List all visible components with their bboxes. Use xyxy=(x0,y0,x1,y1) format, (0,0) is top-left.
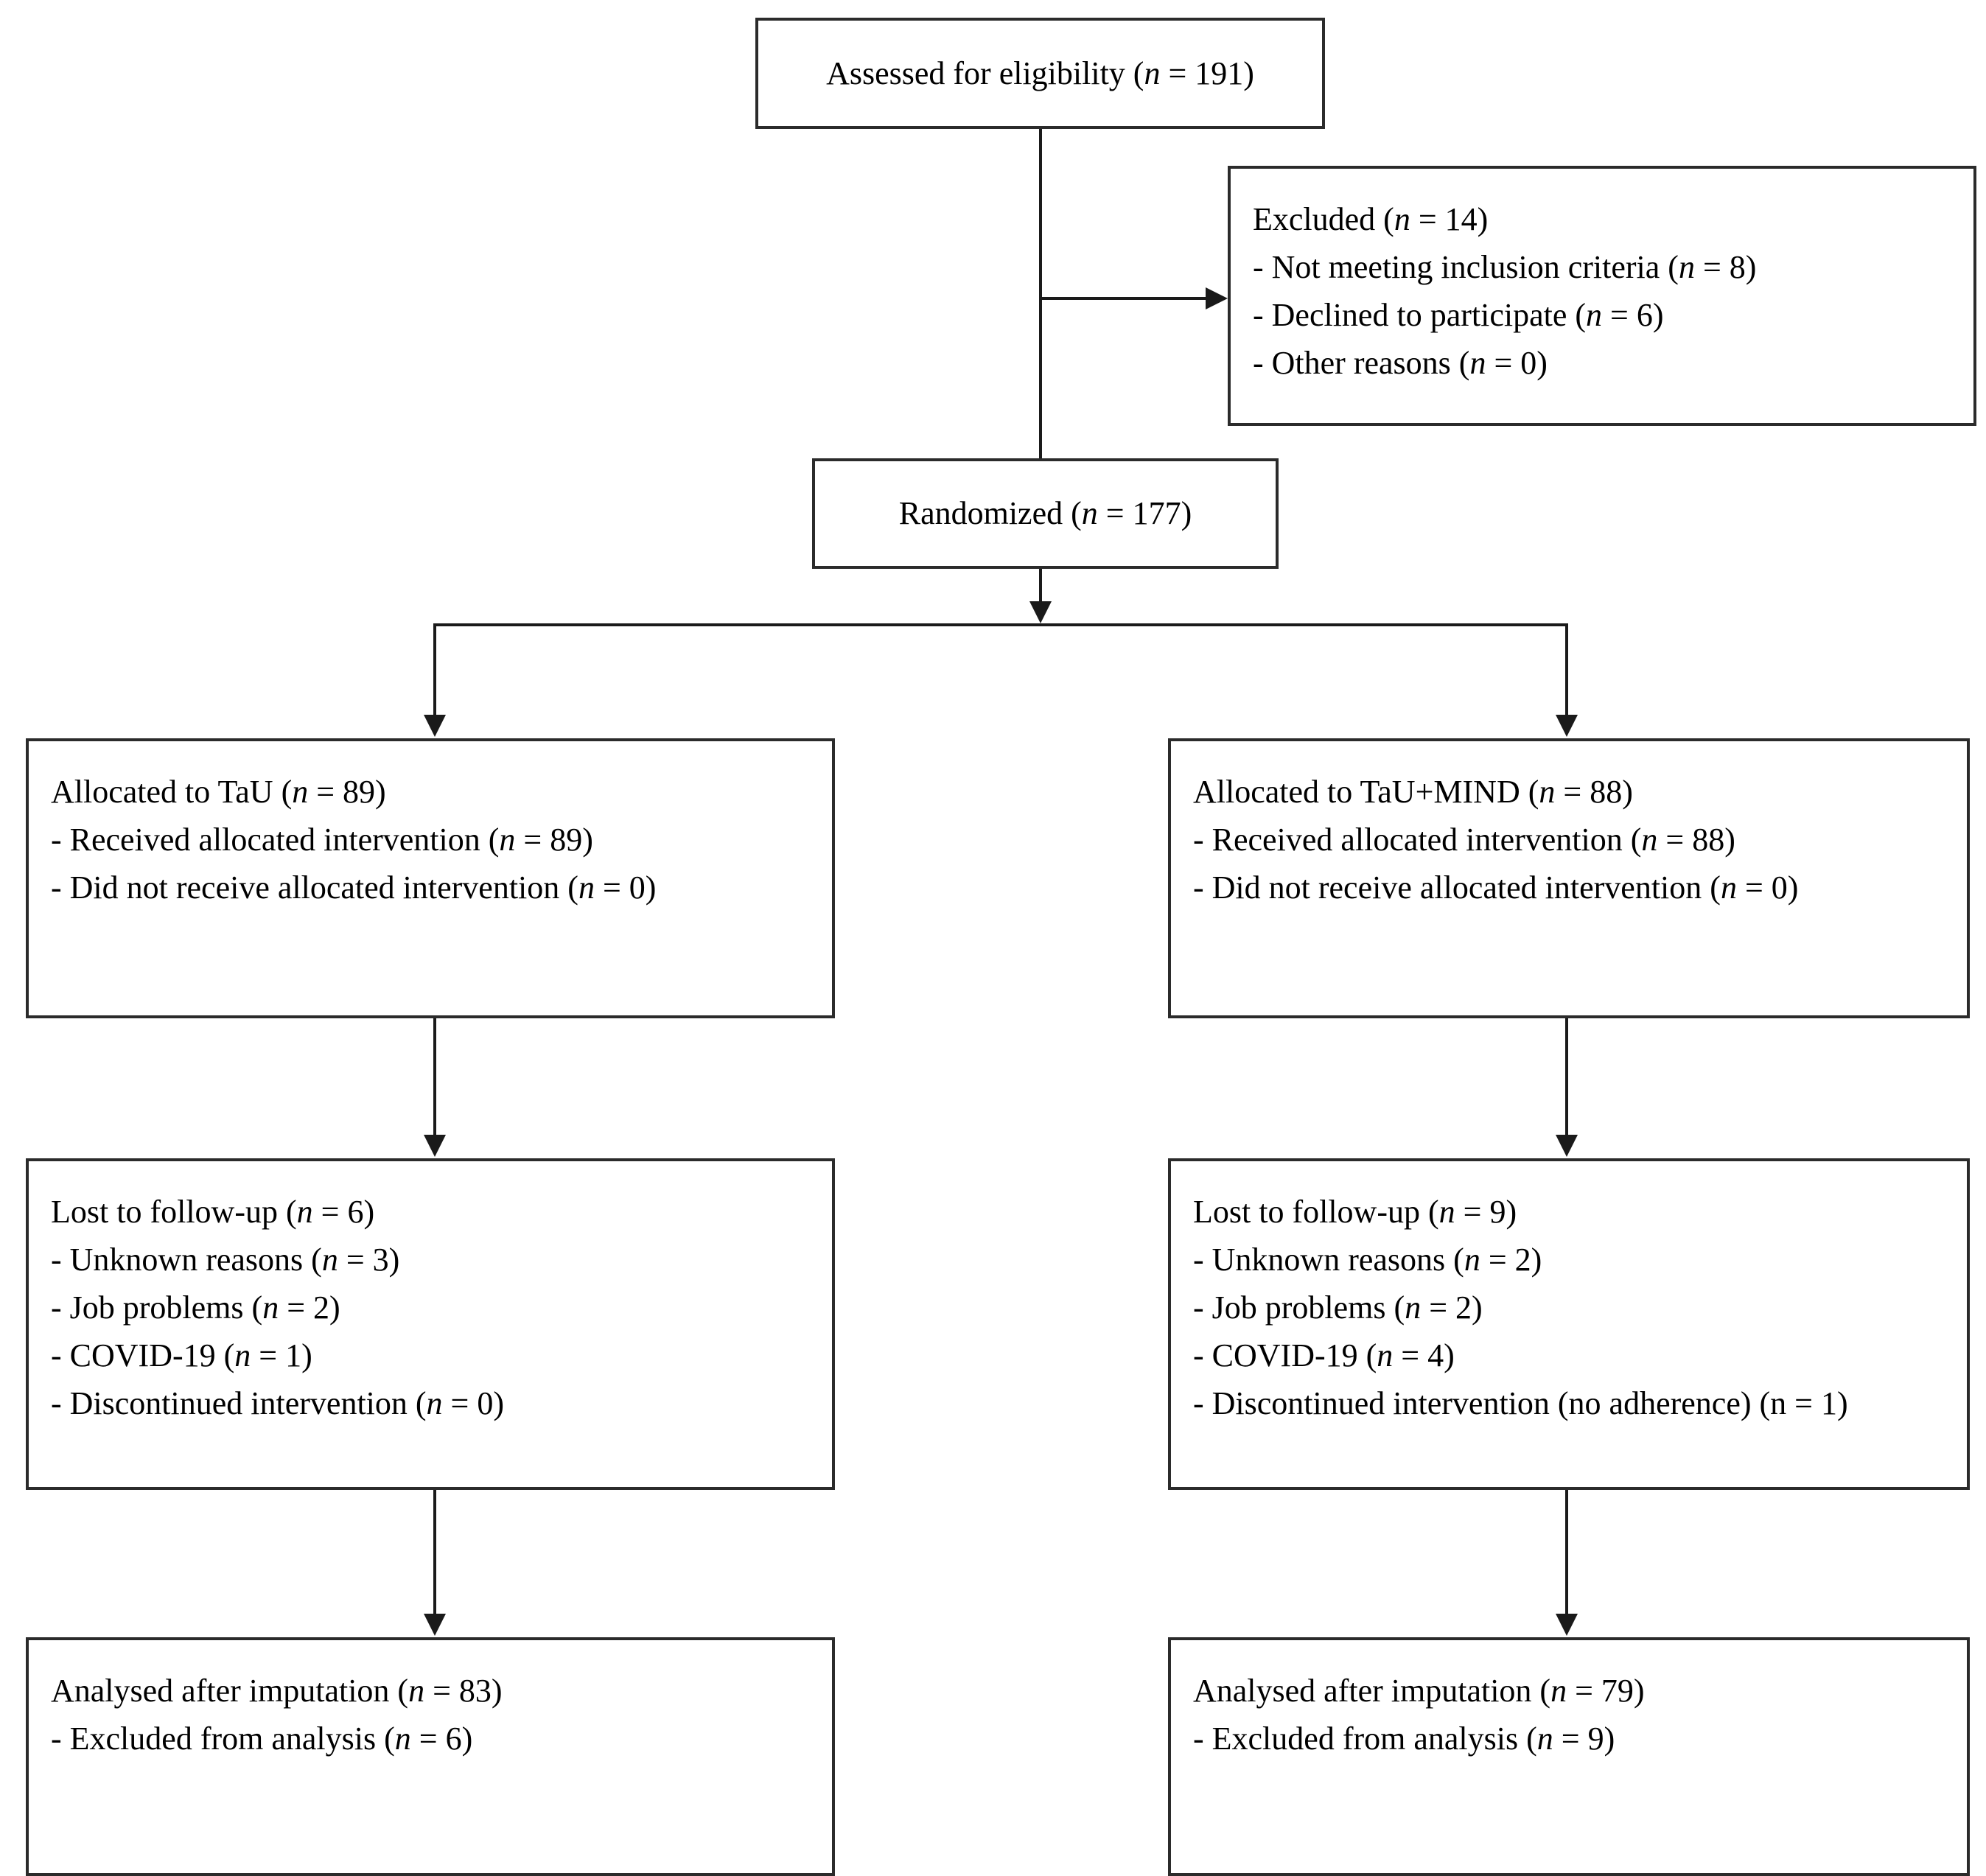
allocated-tau-mind-line-3: - Did not receive allocated intervention… xyxy=(1193,869,1799,906)
randomized-line-1: Randomized (n = 177) xyxy=(898,495,1192,532)
connector-split-bar xyxy=(433,623,1568,626)
italic-n-variable: n xyxy=(1550,1673,1567,1709)
italic-n-variable: n xyxy=(1469,345,1486,382)
italic-n-variable: n xyxy=(1394,201,1410,237)
allocated-tau-line-1: Allocated to TaU (n = 89) xyxy=(51,774,386,810)
italic-n-variable: n xyxy=(1586,297,1603,334)
allocated-tau-line-3: - Did not receive allocated intervention… xyxy=(51,869,657,906)
connector-split-right-drop xyxy=(1565,623,1568,716)
arrowhead-analysed-left xyxy=(424,1614,446,1636)
italic-n-variable: n xyxy=(1405,1289,1422,1326)
allocated-tau-line-2: - Received allocated intervention (n = 8… xyxy=(51,822,593,858)
connector-followup-to-analysed-left xyxy=(433,1490,436,1614)
arrowhead-to-allocated-tau xyxy=(424,715,446,737)
allocated-tau-mind-line-1: Allocated to TaU+MIND (n = 88) xyxy=(1193,774,1633,810)
connector-assessed-to-excluded xyxy=(1041,297,1207,300)
analysed-tau-line-2: - Excluded from analysis (n = 6) xyxy=(51,1721,473,1757)
italic-n-variable: n xyxy=(1144,55,1161,91)
connector-randomized-stem xyxy=(1039,569,1042,601)
connector-followup-to-analysed-right xyxy=(1565,1490,1568,1614)
italic-n-variable: n xyxy=(394,1721,411,1757)
italic-n-variable: n xyxy=(1539,774,1556,810)
excluded-line-1: Excluded (n = 14) xyxy=(1253,201,1489,237)
followup-tau-line-2: - Unknown reasons (n = 3) xyxy=(51,1242,400,1278)
arrowhead-analysed-right xyxy=(1556,1614,1578,1636)
followup-tau-line-1: Lost to follow-up (n = 6) xyxy=(51,1194,375,1230)
connector-allocated-to-followup-right xyxy=(1565,1018,1568,1135)
italic-n-variable: n xyxy=(426,1385,443,1422)
italic-n-variable: n xyxy=(296,1194,313,1230)
node-allocated-tau: Allocated to TaU (n = 89) - Received all… xyxy=(26,738,835,1018)
followup-tau-mind-line-4: - COVID-19 (n = 4) xyxy=(1193,1337,1455,1374)
followup-tau-mind-line-1: Lost to follow-up (n = 9) xyxy=(1193,1194,1517,1230)
arrowhead-randomized-split xyxy=(1029,601,1052,623)
analysed-tau-line-1: Analysed after imputation (n = 83) xyxy=(51,1673,503,1709)
node-randomized: Randomized (n = 177) xyxy=(812,458,1279,569)
italic-n-variable: n xyxy=(499,822,516,858)
node-analysed-tau-mind: Analysed after imputation (n = 79) - Exc… xyxy=(1168,1637,1970,1876)
assessed-line-1: Assessed for eligibility (n = 191) xyxy=(826,55,1254,91)
followup-tau-line-4: - COVID-19 (n = 1) xyxy=(51,1337,312,1374)
excluded-line-4: - Other reasons (n = 0) xyxy=(1253,345,1548,382)
italic-n-variable: n xyxy=(262,1289,279,1326)
italic-n-variable: n xyxy=(292,774,309,810)
followup-tau-line-5: - Discontinued intervention (n = 0) xyxy=(51,1385,505,1422)
italic-n-variable: n xyxy=(578,869,595,906)
analysed-tau-mind-line-2: - Excluded from analysis (n = 9) xyxy=(1193,1721,1615,1757)
italic-n-variable: n xyxy=(1720,869,1737,906)
arrowhead-to-allocated-tau-mind xyxy=(1556,715,1578,737)
arrowhead-followup-right xyxy=(1556,1135,1578,1157)
connector-assessed-to-randomized xyxy=(1039,129,1042,461)
connector-allocated-to-followup-left xyxy=(433,1018,436,1135)
node-allocated-tau-mind: Allocated to TaU+MIND (n = 88) - Receive… xyxy=(1168,738,1970,1018)
node-lost-to-follow-up-tau: Lost to follow-up (n = 6) - Unknown reas… xyxy=(26,1158,835,1490)
node-excluded: Excluded (n = 14) - Not meeting inclusio… xyxy=(1228,166,1976,426)
excluded-line-2: - Not meeting inclusion criteria (n = 8) xyxy=(1253,249,1757,286)
italic-n-variable: n xyxy=(234,1337,251,1374)
connector-split-left-drop xyxy=(433,623,436,716)
node-assessed-for-eligibility: Assessed for eligibility (n = 191) xyxy=(755,18,1325,129)
italic-n-variable: n xyxy=(1377,1337,1394,1374)
italic-n-variable: n xyxy=(1536,1721,1553,1757)
followup-tau-mind-line-3: - Job problems (n = 2) xyxy=(1193,1289,1483,1326)
italic-n-variable: n xyxy=(408,1673,425,1709)
followup-tau-mind-line-5: - Discontinued intervention (no adherenc… xyxy=(1193,1385,1848,1422)
analysed-tau-mind-line-1: Analysed after imputation (n = 79) xyxy=(1193,1673,1645,1709)
node-analysed-tau: Analysed after imputation (n = 83) - Exc… xyxy=(26,1637,835,1876)
node-lost-to-follow-up-tau-mind: Lost to follow-up (n = 9) - Unknown reas… xyxy=(1168,1158,1970,1490)
italic-n-variable: n xyxy=(1081,495,1098,532)
arrowhead-to-excluded xyxy=(1206,287,1228,309)
italic-n-variable: n xyxy=(321,1242,338,1278)
allocated-tau-mind-line-2: - Received allocated intervention (n = 8… xyxy=(1193,822,1735,858)
italic-n-variable: n xyxy=(1641,822,1658,858)
italic-n-variable: n xyxy=(1678,249,1695,286)
followup-tau-line-3: - Job problems (n = 2) xyxy=(51,1289,340,1326)
followup-tau-mind-line-2: - Unknown reasons (n = 2) xyxy=(1193,1242,1542,1278)
arrowhead-followup-left xyxy=(424,1135,446,1157)
italic-n-variable: n xyxy=(1464,1242,1480,1278)
italic-n-variable: n xyxy=(1438,1194,1455,1230)
excluded-line-3: - Declined to participate (n = 6) xyxy=(1253,297,1664,334)
